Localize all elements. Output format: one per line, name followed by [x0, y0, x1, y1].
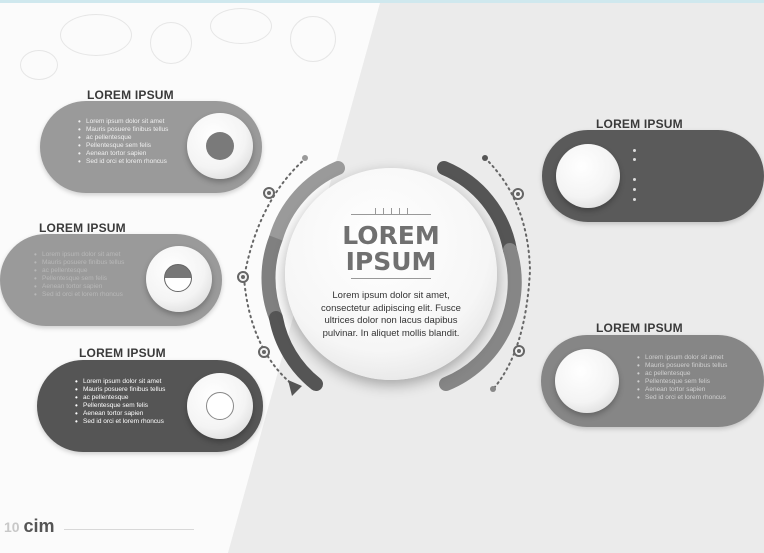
bullet-item: ac pellentesque [78, 134, 210, 142]
doodle-decoration [290, 16, 336, 62]
bullet-item: Lorem ipsum dolor sit amet [75, 378, 217, 386]
bullet-item: Mauris posuere finibus tellus [75, 386, 217, 394]
connector-dot [302, 155, 308, 161]
connector-ring-marker [263, 187, 275, 199]
connector-ring-marker [237, 271, 249, 283]
bullet-item: Sed id orci et lorem rhoncus [78, 158, 210, 166]
item-title-left-3: LOREM IPSUM [79, 346, 166, 360]
bullet-item: Sed id orci et lorem rhoncus [75, 418, 217, 426]
top-rule [351, 214, 431, 215]
item-title-right-2: LOREM IPSUM [596, 321, 683, 335]
tick-decoration [371, 204, 411, 214]
item-pill-left-3: Lorem ipsum dolor sit amet Mauris posuer… [37, 360, 263, 452]
arrow-head [288, 380, 302, 396]
right-arc-segment [437, 161, 517, 257]
bullet-item: Mauris posuere finibus tellus [34, 259, 166, 267]
bullet-item: Pellentesque sem felis [34, 275, 166, 283]
bullet-item: Lorem ipsum dolor sit amet [34, 251, 166, 259]
bullet-item: Lorem ipsum dolor sit amet [637, 354, 764, 362]
center-circle: LOREM IPSUM Lorem ipsum dolor sit amet, … [285, 168, 497, 380]
bullet-item: ac pellentesque [34, 267, 166, 275]
item-bullets-left-2: Lorem ipsum dolor sit amet Mauris posuer… [26, 251, 166, 299]
bullet-item: Mauris posuere finibus tellus [78, 126, 210, 134]
connector-ring-marker [258, 346, 270, 358]
top-border [0, 0, 764, 3]
bullet-item: Pellentesque sem felis [75, 402, 217, 410]
bullet-item: Aenean tortor sapien [34, 283, 166, 291]
bullet-item: Sed id orci et lorem rhoncus [34, 291, 166, 299]
item-bullets-left-1: Lorem ipsum dolor sit amet Mauris posuer… [70, 118, 210, 166]
bullet-item: Aenean tortor sapien [78, 150, 210, 158]
bullet-dot [633, 178, 636, 181]
logo-prefix: 10 [4, 519, 20, 535]
bullet-item: Pellentesque sem felis [78, 142, 210, 150]
doodle-decoration [60, 14, 132, 56]
brand-logo: 10 cim [4, 516, 55, 537]
logo-underline [64, 529, 194, 530]
bullet-item: Aenean tortor sapien [75, 410, 217, 418]
item-pill-right-1 [542, 130, 764, 222]
left-arc-segment [269, 311, 323, 391]
center-heading-line1: LOREM [342, 221, 440, 250]
empty-circle-icon [206, 392, 234, 420]
doodle-decoration [20, 50, 58, 80]
item-title-right-1: LOREM IPSUM [596, 117, 683, 131]
bullet-dot [633, 158, 636, 161]
item-title-left-1: LOREM IPSUM [87, 88, 174, 102]
item-icon-circle-right-1 [556, 144, 620, 208]
doodle-decoration [210, 8, 272, 44]
item-bullets-left-3: Lorem ipsum dolor sit amet Mauris posuer… [67, 378, 217, 426]
item-icon-circle-left-3 [187, 373, 253, 439]
logo-name: cim [23, 516, 55, 536]
bullet-dot [633, 198, 636, 201]
bullet-item: Pellentesque sem felis [637, 378, 764, 386]
left-arc-segment [269, 161, 345, 245]
item-icon-circle-left-2 [146, 246, 212, 312]
bullet-item: ac pellentesque [637, 370, 764, 378]
half-filled-circle-icon [164, 264, 192, 292]
bullet-item: Lorem ipsum dolor sit amet [78, 118, 210, 126]
item-title-left-2: LOREM IPSUM [39, 221, 126, 235]
bullet-dot [633, 188, 636, 191]
bullet-item: ac pellentesque [75, 394, 217, 402]
bullet-item: Sed id orci et lorem rhoncus [637, 394, 764, 402]
item-pill-right-2: Lorem ipsum dolor sit amet Mauris posuer… [541, 335, 764, 427]
item-bullets-right-2: Lorem ipsum dolor sit amet Mauris posuer… [629, 354, 764, 402]
left-arc-segment [261, 235, 283, 321]
bottom-rule [351, 278, 431, 279]
filled-circle-icon [206, 132, 234, 160]
doodle-decoration [150, 22, 192, 64]
item-pill-left-2: Lorem ipsum dolor sit amet Mauris posuer… [0, 234, 222, 326]
connector-dot [490, 386, 496, 392]
center-body-text: Lorem ipsum dolor sit amet, consectetur … [321, 290, 461, 339]
bullet-item: Aenean tortor sapien [637, 386, 764, 394]
center-heading-line2: IPSUM [345, 247, 437, 276]
connector-dot [482, 155, 488, 161]
item-pill-left-1: Lorem ipsum dolor sit amet Mauris posuer… [40, 101, 262, 193]
right-arc-segment [439, 243, 522, 391]
connector-ring-marker [513, 345, 525, 357]
connector-ring-marker [512, 188, 524, 200]
item-icon-circle-left-1 [187, 113, 253, 179]
bullet-dot [633, 149, 636, 152]
bullet-item: Mauris posuere finibus tellus [637, 362, 764, 370]
item-icon-circle-right-2 [555, 349, 619, 413]
